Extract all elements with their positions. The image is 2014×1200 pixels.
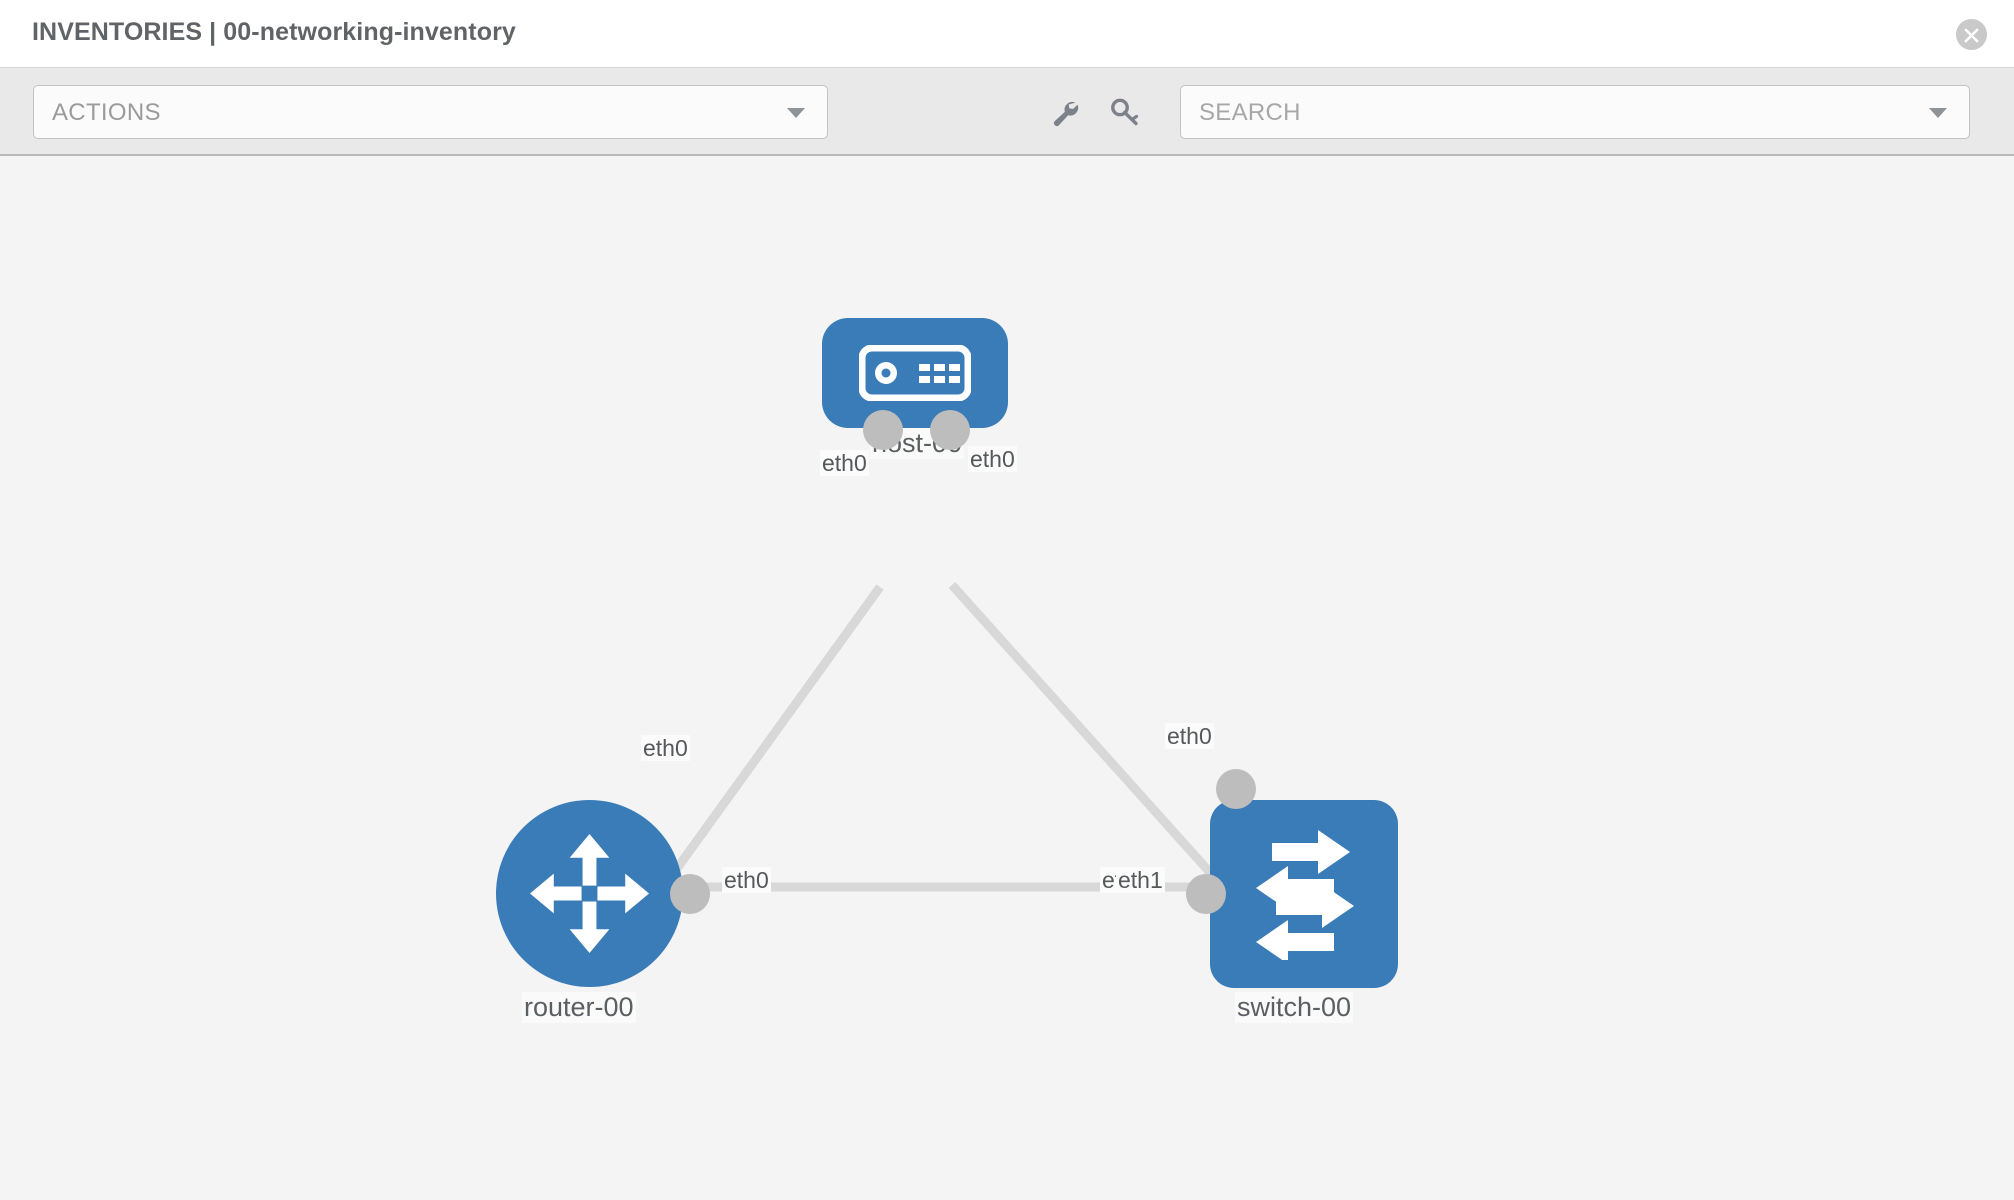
actions-dropdown-label: ACTIONS [52, 99, 161, 126]
switch-arrows-icon [1256, 830, 1354, 960]
node-switch-00-label: switch-00 [1235, 992, 1354, 1023]
interface-nub-router00-eth0[interactable] [670, 874, 710, 914]
toolbar: ACTIONS SEARCH [0, 68, 2014, 156]
link-host00-router00 [656, 584, 884, 895]
link-host00-switch00 [948, 581, 1236, 901]
key-icon[interactable] [1108, 96, 1142, 130]
interface-nub-host00-eth0-left[interactable] [863, 410, 903, 450]
iface-label-host00-left: eth0 [820, 450, 869, 476]
node-router-00-shape [496, 800, 683, 987]
iface-label-host00-right: eth0 [968, 446, 1017, 472]
search-placeholder: SEARCH [1199, 99, 1301, 126]
close-icon[interactable] [1956, 19, 1987, 50]
node-switch-00[interactable]: switch-00 [1210, 800, 1398, 1023]
interface-nub-switch00-eth1[interactable] [1186, 874, 1226, 914]
node-router-00-label: router-00 [522, 992, 636, 1023]
node-host-00-shape [822, 318, 1008, 428]
actions-dropdown[interactable]: ACTIONS [33, 85, 828, 139]
chevron-down-icon [787, 108, 805, 118]
page-title: INVENTORIES | 00-networking-inventory [32, 18, 516, 46]
topology-links [656, 581, 1236, 901]
iface-label-router00-eth0: eth0 [722, 867, 771, 893]
router-arrows-icon [529, 833, 650, 954]
node-host-00[interactable]: host-00 [822, 318, 1008, 459]
search-input[interactable]: SEARCH [1180, 85, 1970, 139]
wrench-icon[interactable] [1048, 96, 1082, 130]
iface-label-router00-uplink: eth0 [641, 735, 690, 761]
page-header: INVENTORIES | 00-networking-inventory [0, 0, 2014, 68]
interface-nub-switch00-eth0[interactable] [1216, 769, 1256, 809]
chevron-down-icon[interactable] [1929, 108, 1947, 118]
interface-nub-host00-eth0-right[interactable] [930, 410, 970, 450]
node-router-00[interactable]: router-00 [496, 800, 683, 1023]
iface-label-switch00-uplink: eth0 [1165, 723, 1214, 749]
iface-label-switch00-eth1: eth1 [1116, 867, 1165, 893]
server-icon [859, 345, 971, 401]
topology-canvas[interactable]: host-00 router-00 [0, 157, 2014, 1200]
